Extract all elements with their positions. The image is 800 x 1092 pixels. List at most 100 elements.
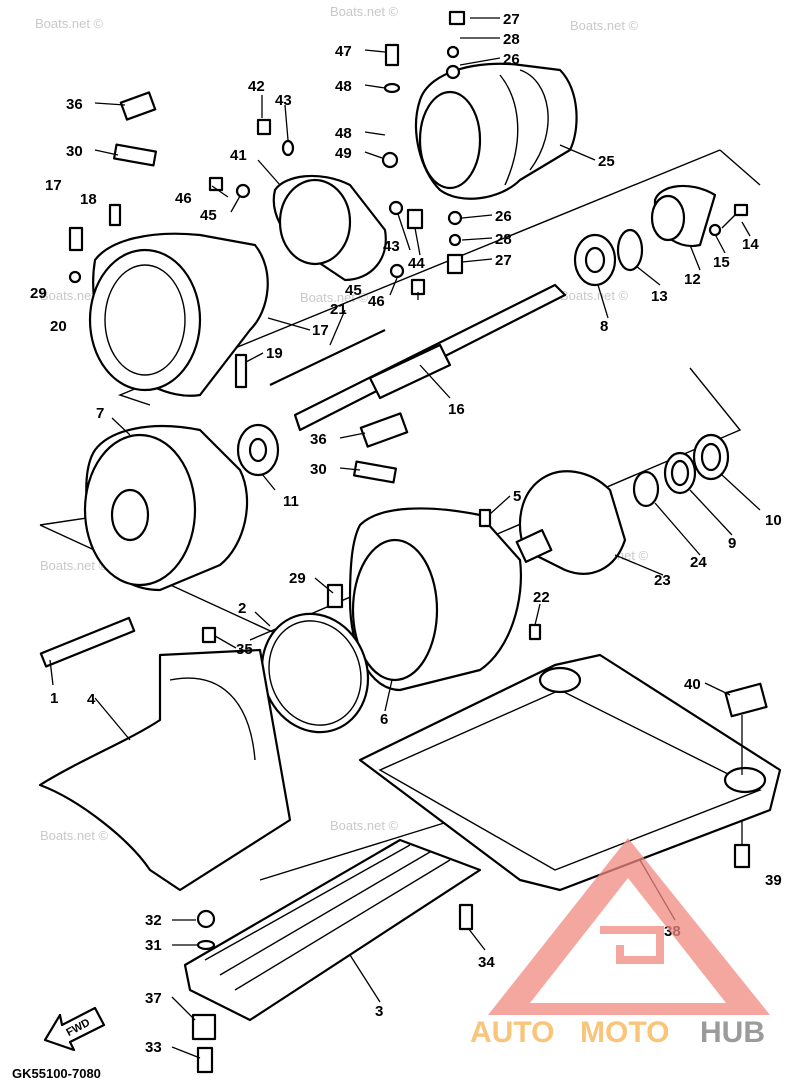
logo-text-auto: AUTO xyxy=(470,1016,554,1049)
part-36-plate-top xyxy=(119,91,157,121)
part-13-o-ring xyxy=(616,228,644,272)
callout-45: 45 xyxy=(200,207,217,224)
logo-text-hub: HUB xyxy=(700,1016,765,1049)
callout-36: 36 xyxy=(66,96,83,113)
callout-28: 28 xyxy=(495,231,512,248)
callout-9: 9 xyxy=(728,535,736,552)
callout-42: 42 xyxy=(248,78,265,95)
part-14-bolt xyxy=(721,203,749,229)
part-20-washer xyxy=(68,270,82,284)
callout-23: 23 xyxy=(654,572,671,589)
watermark: Boats.net © xyxy=(330,4,399,19)
callout-30: 30 xyxy=(66,143,83,160)
watermark: Boats.net © xyxy=(40,558,109,573)
callout-26: 26 xyxy=(503,51,520,68)
part-35-bolt xyxy=(201,626,217,644)
callout-33: 33 xyxy=(145,1039,162,1056)
part-22-pin xyxy=(528,623,542,641)
watermark: Boats.net © xyxy=(35,16,104,31)
part-25-nozzle-deflector xyxy=(414,62,578,200)
part-38-intake-grate xyxy=(358,653,782,892)
callout-17: 17 xyxy=(45,177,62,194)
callout-3: 3 xyxy=(375,1003,383,1020)
callout-11: 11 xyxy=(283,493,299,510)
part-28-washer-top xyxy=(446,45,460,59)
part-42-bolt xyxy=(256,118,272,136)
part-12-end-cap xyxy=(650,184,717,248)
callout-37: 37 xyxy=(145,990,162,1007)
part-16-drive-shaft xyxy=(293,283,567,432)
callout-48: 48 xyxy=(335,125,352,142)
part-40-plate xyxy=(724,682,768,718)
part-32-nut xyxy=(196,909,216,929)
callout-22: 22 xyxy=(533,589,550,606)
callout-25: 25 xyxy=(598,153,615,170)
callout-13: 13 xyxy=(651,288,668,305)
callout-14: 14 xyxy=(742,236,759,253)
callout-40: 40 xyxy=(684,676,701,693)
part-1-pin xyxy=(39,616,136,668)
part-43-washer-right xyxy=(388,200,404,216)
part-39-bolt xyxy=(733,843,751,869)
callout-18: 18 xyxy=(80,191,97,208)
part-10-seal xyxy=(692,433,730,481)
callout-labels: 27 28 26 47 48 48 49 36 42 43 30 41 25 1… xyxy=(30,11,782,1056)
callout-29: 29 xyxy=(30,285,47,302)
part-18-pin xyxy=(108,203,122,227)
watermark: Boats.net © xyxy=(330,818,399,833)
callout-43: 43 xyxy=(383,238,400,255)
part-17-pump-housing xyxy=(88,232,269,397)
part-24-washer xyxy=(632,470,660,508)
part-37-bushing xyxy=(191,1013,217,1041)
part-45-washer-lower xyxy=(389,263,405,279)
part-3-ride-plate xyxy=(183,838,482,1022)
callout-29: 29 xyxy=(289,570,306,587)
part-45-washer xyxy=(235,183,251,199)
callout-43: 43 xyxy=(275,92,292,109)
callout-10: 10 xyxy=(765,512,782,529)
part-30-plate-top xyxy=(112,143,158,167)
callout-5: 5 xyxy=(513,488,521,505)
part-23-impeller xyxy=(515,470,627,575)
part-15-washer xyxy=(708,223,722,237)
part-31-washer xyxy=(196,939,216,951)
callout-19: 19 xyxy=(266,345,283,362)
small-fasteners xyxy=(68,10,768,1074)
callout-20: 20 xyxy=(50,318,67,335)
diagram-code: GK55100-7080 xyxy=(12,1066,101,1081)
callout-46: 46 xyxy=(175,190,192,207)
part-36-plate xyxy=(359,412,409,448)
part-29-bolt-lower xyxy=(326,583,344,609)
part-19-stud xyxy=(234,353,248,389)
part-6-intake-housing xyxy=(348,507,522,692)
part-30-plate xyxy=(352,460,398,484)
part-2-gasket-ring xyxy=(260,612,370,734)
part-49-nut xyxy=(381,151,399,169)
part-27-bolt xyxy=(446,253,464,275)
callout-46: 46 xyxy=(368,293,385,310)
automotohub-logo: AUTO MOTO HUB xyxy=(470,838,770,1049)
callout-47: 47 xyxy=(335,43,352,60)
callout-12: 12 xyxy=(684,271,701,288)
callout-30: 30 xyxy=(310,461,327,478)
callout-32: 32 xyxy=(145,912,162,929)
part-5-dowel xyxy=(478,508,492,528)
part-7-impeller-housing xyxy=(83,424,249,592)
part-41-duct-housing xyxy=(272,174,387,282)
part-44-nut xyxy=(406,208,424,230)
logo-triangle-icon xyxy=(488,838,770,1015)
callout-17: 17 xyxy=(312,322,329,339)
part-29-bolt xyxy=(68,226,84,252)
watermark: Boats.net © xyxy=(570,18,639,33)
callout-48: 48 xyxy=(335,78,352,95)
part-11-bearing xyxy=(236,423,280,477)
callout-1: 1 xyxy=(50,690,58,707)
callout-27: 27 xyxy=(495,252,512,269)
part-9-ring xyxy=(663,451,697,495)
callout-15: 15 xyxy=(713,254,730,271)
part-8-bearing xyxy=(573,233,617,287)
callout-44: 44 xyxy=(408,255,425,272)
callout-27: 27 xyxy=(503,11,520,28)
